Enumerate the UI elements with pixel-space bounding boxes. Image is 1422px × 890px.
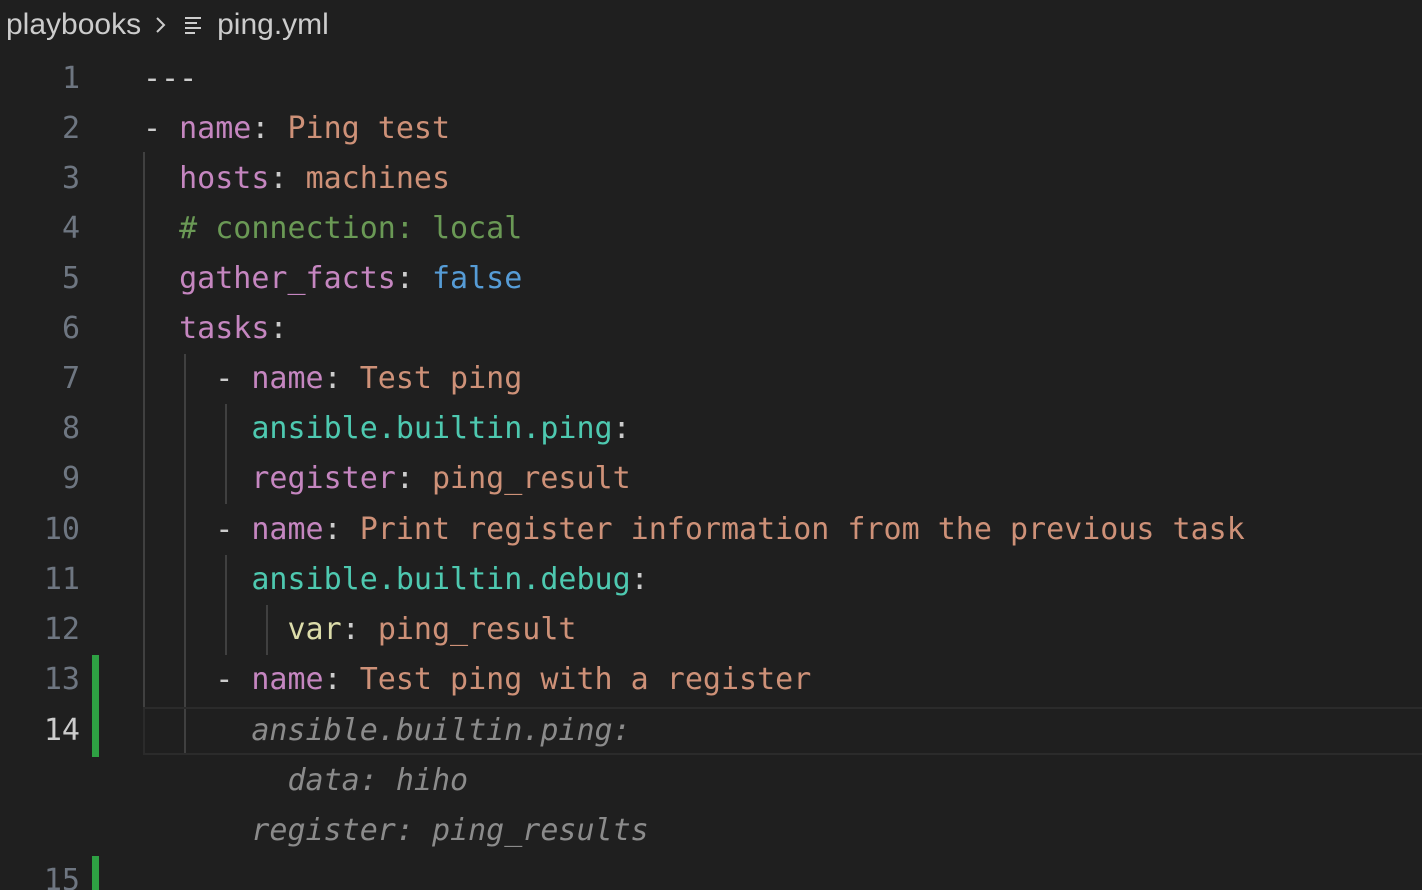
- line-content[interactable]: ansible.builtin.ping:: [251, 411, 631, 446]
- line-number: 13: [43, 662, 80, 697]
- yaml-value: Test ping with a register: [359, 662, 812, 697]
- inline-suggestion[interactable]: register: ping_results: [251, 813, 649, 848]
- line-content[interactable]: tasks:: [179, 311, 288, 346]
- yaml-key: name: [251, 361, 324, 396]
- yaml-key: register: [251, 461, 396, 496]
- yaml-value: Ping test: [287, 111, 451, 146]
- code-line: 6 tasks:: [0, 304, 1422, 354]
- line-number: 1: [61, 61, 80, 96]
- yaml-value: ping_result: [377, 612, 577, 647]
- code-line: 11 ansible.builtin.debug:: [0, 555, 1422, 605]
- yaml-key: gather_facts: [179, 261, 396, 296]
- line-number: 12: [43, 612, 80, 647]
- line-content[interactable]: # connection: local: [143, 204, 522, 254]
- line-content[interactable]: - name: Ping test: [143, 111, 451, 146]
- list-dash: -: [215, 512, 252, 547]
- line-content[interactable]: - name: Test ping: [215, 361, 523, 396]
- breadcrumb: playbooks ping.yml: [6, 0, 329, 50]
- current-line-highlight: [143, 707, 1422, 755]
- code-line: 9 register: ping_result: [0, 454, 1422, 504]
- line-content[interactable]: ansible.builtin.debug:: [251, 562, 649, 597]
- yaml-value: Print register information from the prev…: [359, 512, 1245, 547]
- line-number: 3: [61, 161, 80, 196]
- line-content[interactable]: register: ping_results: [143, 806, 649, 856]
- indent-guide: [143, 152, 145, 755]
- yaml-boolean: false: [432, 261, 523, 296]
- code-line: 5 gather_facts: false: [0, 254, 1422, 304]
- yaml-key: hosts: [179, 161, 270, 196]
- list-dash: -: [215, 662, 252, 697]
- line-content[interactable]: - name: Print register information from …: [215, 512, 1245, 547]
- yaml-value: machines: [305, 161, 451, 196]
- line-number: 14: [43, 713, 80, 748]
- indent-guide: [225, 555, 227, 655]
- inline-suggestion[interactable]: data: hiho: [287, 763, 469, 798]
- inline-suggestion[interactable]: ansible.builtin.ping:: [251, 713, 631, 748]
- line-content[interactable]: ---: [143, 54, 197, 104]
- line-number: 11: [43, 562, 80, 597]
- line-number: 8: [61, 411, 80, 446]
- yaml-document-start: ---: [143, 61, 198, 96]
- code-line: 2 - name: Ping test: [0, 104, 1422, 154]
- yaml-key: name: [251, 662, 324, 697]
- line-number: 7: [61, 361, 80, 396]
- line-content[interactable]: gather_facts: false: [179, 261, 523, 296]
- line-content[interactable]: register: ping_result: [251, 461, 631, 496]
- breadcrumb-file[interactable]: ping.yml: [217, 8, 329, 41]
- code-line: 12 var: ping_result: [0, 605, 1422, 655]
- list-dash: -: [215, 361, 252, 396]
- line-number: 2: [61, 111, 80, 146]
- indent-guide: [225, 404, 227, 504]
- yaml-key: name: [251, 512, 324, 547]
- indent-guide: [266, 605, 268, 655]
- line-number: 6: [61, 311, 80, 346]
- code-line-current: 14 ansible.builtin.ping:: [0, 706, 1422, 756]
- line-number: 10: [43, 512, 80, 547]
- line-content[interactable]: - name: Test ping with a register: [215, 662, 812, 697]
- line-content[interactable]: ansible.builtin.ping:: [143, 706, 631, 756]
- git-added-marker: [92, 856, 99, 890]
- code-line: 4 # connection: local: [0, 204, 1422, 254]
- line-number: 9: [61, 461, 80, 496]
- indent-guide: [184, 354, 186, 755]
- line-content[interactable]: hosts: machines: [179, 161, 451, 196]
- file-lines-icon: [181, 10, 217, 40]
- yaml-value: ping_result: [432, 461, 631, 496]
- code-line: 1 ---: [0, 54, 1422, 104]
- code-line: 7 - name: Test ping: [0, 354, 1422, 404]
- line-content[interactable]: var: ping_result: [287, 612, 577, 647]
- code-editor[interactable]: 1 --- 2 - name: Ping test 3 hosts: machi…: [0, 54, 1422, 890]
- yaml-key: name: [179, 111, 252, 146]
- module-name: ansible.builtin.debug: [251, 562, 631, 597]
- breadcrumb-folder[interactable]: playbooks: [6, 8, 142, 41]
- list-dash: -: [143, 111, 180, 146]
- line-content[interactable]: data: hiho: [143, 756, 469, 806]
- suggestion-line: data: hiho: [0, 756, 1422, 806]
- code-line: 15: [0, 856, 1422, 890]
- chevron-right-icon: [141, 10, 181, 40]
- line-number: 4: [61, 211, 80, 246]
- suggestion-line: register: ping_results: [0, 806, 1422, 856]
- module-name: ansible.builtin.ping: [251, 411, 613, 446]
- line-number: 5: [61, 261, 80, 296]
- yaml-value: Test ping: [359, 361, 523, 396]
- git-added-marker: [92, 655, 99, 757]
- code-line: 10 - name: Print register information fr…: [0, 505, 1422, 555]
- line-number: 15: [43, 863, 80, 890]
- yaml-key: tasks: [179, 311, 270, 346]
- yaml-key: var: [287, 612, 342, 647]
- code-line: 13 - name: Test ping with a register: [0, 655, 1422, 705]
- code-line: 3 hosts: machines: [0, 154, 1422, 204]
- code-line: 8 ansible.builtin.ping:: [0, 404, 1422, 454]
- yaml-comment: # connection: local: [179, 211, 523, 246]
